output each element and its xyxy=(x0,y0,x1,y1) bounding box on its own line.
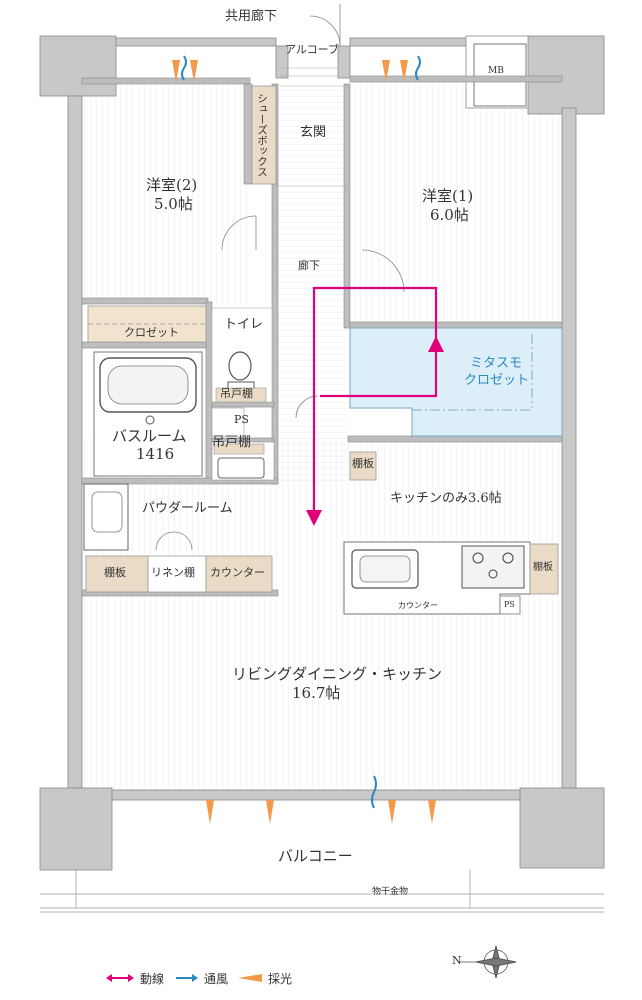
mb-label: MB xyxy=(488,66,504,76)
mb-box xyxy=(473,43,527,107)
powder-room-label: パウダールーム xyxy=(142,501,233,516)
linen-shelf-area xyxy=(147,555,207,593)
legend-movement: 動線 xyxy=(140,972,165,986)
shelf-2-label: 棚板 xyxy=(533,562,553,573)
legend-ventilation: 通風 xyxy=(204,972,229,986)
closet-label: クロゼット xyxy=(124,326,179,339)
ps-label-2: PS xyxy=(504,600,515,609)
ldk-size: 16.7帖 xyxy=(292,684,341,702)
door-swings xyxy=(155,4,405,551)
stove-icon xyxy=(461,545,525,589)
toilet-label: トイレ xyxy=(224,317,264,332)
hallway-label: 廊下 xyxy=(298,259,320,272)
western-room-1-size: 6.0帖 xyxy=(430,206,469,224)
counter-area-1 xyxy=(205,555,273,593)
wind-indicators xyxy=(181,55,421,809)
path-arrow-up xyxy=(428,336,444,352)
toilet-icon xyxy=(228,351,252,381)
mitasumo-label-2: クロゼット xyxy=(464,373,530,388)
path-arrow-down xyxy=(306,510,322,526)
western-room-1-name: 洋室(1) xyxy=(422,187,474,205)
counter-2-label: カウンター xyxy=(398,601,438,610)
mitasumo-label-1: ミタスモ xyxy=(470,356,523,371)
shoe-box-area xyxy=(251,85,277,185)
shelf-1-label: 棚板 xyxy=(104,566,126,579)
ldk-name: リビングダイニング・キッチン xyxy=(232,665,443,683)
dryer-label: 物干金物 xyxy=(372,887,409,897)
ps-label-1: PS xyxy=(234,413,249,426)
entrance-label: 玄関 xyxy=(300,125,327,140)
hanging-shelf-1-label: 吊戸棚 xyxy=(220,387,253,400)
alcove-steps xyxy=(278,67,348,187)
compass-icon xyxy=(460,945,517,979)
washer-icon xyxy=(217,457,265,479)
ps-box-2 xyxy=(499,595,521,615)
shelf-area-1 xyxy=(85,555,149,593)
western-room-2-name: 洋室(2) xyxy=(146,176,198,194)
legend-lighting: 採光 xyxy=(268,972,293,986)
western-room-2-size: 5.0帖 xyxy=(154,195,193,213)
kitchen-shelf-label: 棚板 xyxy=(352,457,374,470)
counter-1-label: カウンター xyxy=(210,566,265,579)
mitasumo-closet-area xyxy=(349,327,563,437)
linen-shelf-label: リネン棚 xyxy=(151,566,195,579)
bathroom-name: バスルーム xyxy=(112,427,187,445)
drain-icon xyxy=(145,415,155,425)
legend-icons xyxy=(106,974,262,982)
light-indicators xyxy=(172,60,436,824)
kitchen-shelf-area xyxy=(349,451,377,481)
shared-corridor-label: 共用廊下 xyxy=(225,9,278,24)
balcony-railing xyxy=(40,870,604,913)
movement-path xyxy=(312,286,438,520)
shoe-box-label: シューズボックス xyxy=(256,93,269,177)
alcove-label: アルコーブ xyxy=(285,43,340,56)
hanging-shelf-2-label: 吊戸棚 xyxy=(212,435,252,450)
compass-north-label: N xyxy=(452,954,462,967)
bathroom-size: 1416 xyxy=(136,445,175,463)
shelf-area-2 xyxy=(529,543,559,595)
kitchen-only-label: キッチンのみ3.6帖 xyxy=(390,491,502,506)
balcony-label: バルコニー xyxy=(278,847,353,865)
